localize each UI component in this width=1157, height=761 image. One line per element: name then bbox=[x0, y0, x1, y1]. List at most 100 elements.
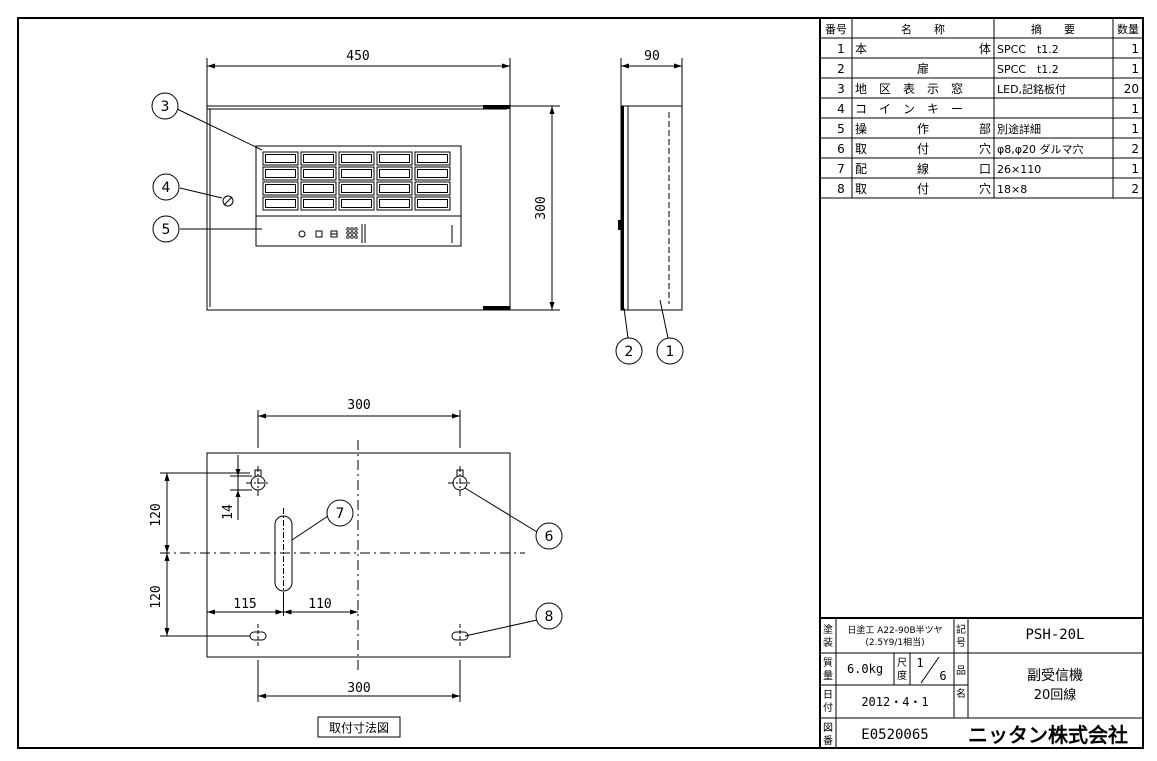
drawing-number: E0520065 bbox=[861, 727, 928, 743]
coin-key-icon bbox=[222, 195, 234, 207]
balloon-3: 3 bbox=[151, 92, 179, 120]
scale-denominator: 6 bbox=[939, 669, 946, 683]
zone-window bbox=[338, 196, 375, 211]
parts-row-spec: SPCC t1.2 bbox=[997, 43, 1059, 56]
parts-row-name: 操 bbox=[855, 121, 867, 136]
parts-row-qty: 1 bbox=[1131, 62, 1139, 76]
parts-row-no: 4 bbox=[837, 102, 845, 116]
svg-text:番: 番 bbox=[823, 735, 833, 747]
wiring-slot bbox=[274, 508, 293, 600]
dim-mount-width-bottom: 300 bbox=[347, 681, 370, 696]
zone-window bbox=[376, 196, 413, 211]
svg-text:品: 品 bbox=[956, 665, 966, 677]
parts-row-spec: 26×110 bbox=[997, 163, 1041, 176]
zone-window bbox=[376, 181, 413, 196]
zone-window bbox=[338, 181, 375, 196]
parts-row-name-end: 体 bbox=[979, 42, 991, 56]
svg-text:図: 図 bbox=[823, 722, 833, 734]
front-view: 450 300 bbox=[206, 49, 560, 311]
zone-window bbox=[300, 151, 337, 166]
parts-row-name-mid: 扉 bbox=[917, 62, 929, 76]
parts-row-name: 地 区 表 示 窓 bbox=[855, 81, 963, 96]
zone-window bbox=[300, 166, 337, 181]
paint-spec-line1: 日塗工 A22-90B半ツヤ bbox=[847, 624, 942, 636]
svg-text:記: 記 bbox=[956, 623, 966, 636]
product-circuits: 20回線 bbox=[1034, 687, 1077, 703]
svg-text:2: 2 bbox=[625, 344, 634, 360]
svg-text:量: 量 bbox=[823, 670, 833, 682]
parts-row-no: 1 bbox=[837, 42, 845, 56]
zone-window bbox=[262, 196, 299, 211]
zone-window bbox=[414, 151, 451, 166]
sheet-border bbox=[17, 17, 1144, 749]
parts-row-name-end: 穴 bbox=[979, 181, 991, 196]
zone-window bbox=[376, 166, 413, 181]
dim-mount-offset-115: 115 bbox=[233, 597, 256, 612]
model-number: PSH-20L bbox=[1025, 627, 1084, 643]
balloon-2: 2 bbox=[615, 337, 643, 365]
parts-row-spec: φ8,φ20 ダルマ穴 bbox=[997, 142, 1084, 156]
title-block: 塗 装 日塗工 A22-90B半ツヤ (2.5Y9/1相当) 記 号 PSH-2… bbox=[820, 617, 1143, 748]
balloon-8: 8 bbox=[535, 602, 563, 630]
parts-row-qty: 1 bbox=[1131, 102, 1139, 116]
parts-row-name-mid: 線 bbox=[917, 161, 929, 176]
dim-mount-lower-height: 120 bbox=[149, 585, 164, 608]
parts-row-no: 5 bbox=[837, 122, 845, 136]
svg-text:8: 8 bbox=[545, 609, 554, 625]
dim-mount-offset-110: 110 bbox=[308, 597, 331, 612]
parts-row-qty: 1 bbox=[1131, 122, 1139, 136]
svg-text:日: 日 bbox=[823, 690, 833, 701]
parts-row-name: 取 bbox=[855, 182, 867, 196]
slot-hole-left bbox=[249, 624, 267, 646]
zone-window bbox=[262, 151, 299, 166]
svg-text:度: 度 bbox=[897, 669, 907, 682]
parts-row-name: 配 bbox=[855, 162, 867, 176]
zone-window bbox=[414, 181, 451, 196]
paint-label: 塗 bbox=[823, 623, 833, 636]
svg-text:付: 付 bbox=[823, 701, 833, 714]
slot-hole-right bbox=[451, 624, 469, 646]
parts-row-qty: 2 bbox=[1131, 142, 1139, 156]
parts-row-name-mid: 付 bbox=[917, 182, 929, 196]
balloon-4: 4 bbox=[152, 173, 180, 201]
parts-row-name-mid: 付 bbox=[917, 142, 929, 156]
balloon-1: 1 bbox=[656, 337, 684, 365]
paint-spec-line2: (2.5Y9/1相当) bbox=[865, 636, 924, 648]
zone-window bbox=[338, 166, 375, 181]
svg-text:6: 6 bbox=[545, 529, 554, 545]
zone-window bbox=[376, 151, 413, 166]
company-logo: ニッタン株式会社 bbox=[968, 723, 1128, 747]
parts-row-no: 8 bbox=[837, 182, 845, 196]
header-spec: 摘 要 bbox=[1031, 22, 1075, 36]
parts-row-spec: SPCC t1.2 bbox=[997, 63, 1059, 76]
parts-row-qty: 2 bbox=[1131, 182, 1139, 196]
parts-row-name-end: 口 bbox=[979, 162, 991, 176]
mount-caption: 取付寸法図 bbox=[329, 721, 389, 735]
parts-row-name: コ イ ン キ ー bbox=[855, 102, 963, 116]
weight-value: 6.0kg bbox=[847, 662, 883, 676]
zone-window bbox=[414, 166, 451, 181]
parts-row-no: 7 bbox=[837, 162, 845, 176]
svg-text:質: 質 bbox=[823, 656, 833, 669]
parts-row-no: 6 bbox=[837, 142, 845, 156]
parts-row-qty: 20 bbox=[1124, 82, 1139, 96]
svg-text:名: 名 bbox=[956, 687, 966, 700]
header-qty: 数量 bbox=[1117, 23, 1139, 36]
operation-panel bbox=[298, 224, 453, 243]
parts-row-spec: 18×8 bbox=[997, 183, 1027, 196]
dim-front-width: 450 bbox=[346, 49, 369, 64]
parts-row-qty: 1 bbox=[1131, 162, 1139, 176]
balloon-7: 7 bbox=[326, 499, 354, 527]
header-name: 名 称 bbox=[901, 22, 945, 36]
keyhole-hole-right bbox=[448, 466, 472, 498]
svg-text:1: 1 bbox=[666, 344, 675, 360]
svg-text:装: 装 bbox=[823, 636, 833, 649]
parts-row-qty: 1 bbox=[1131, 42, 1139, 56]
product-name: 副受信機 bbox=[1027, 668, 1083, 684]
zone-window-grid bbox=[262, 151, 451, 211]
part-balloons: 1 2 3 4 5 6 7 8 bbox=[151, 92, 684, 630]
dim-mount-upper-height: 120 bbox=[149, 503, 164, 526]
svg-text:5: 5 bbox=[162, 222, 171, 238]
svg-text:4: 4 bbox=[162, 180, 171, 196]
